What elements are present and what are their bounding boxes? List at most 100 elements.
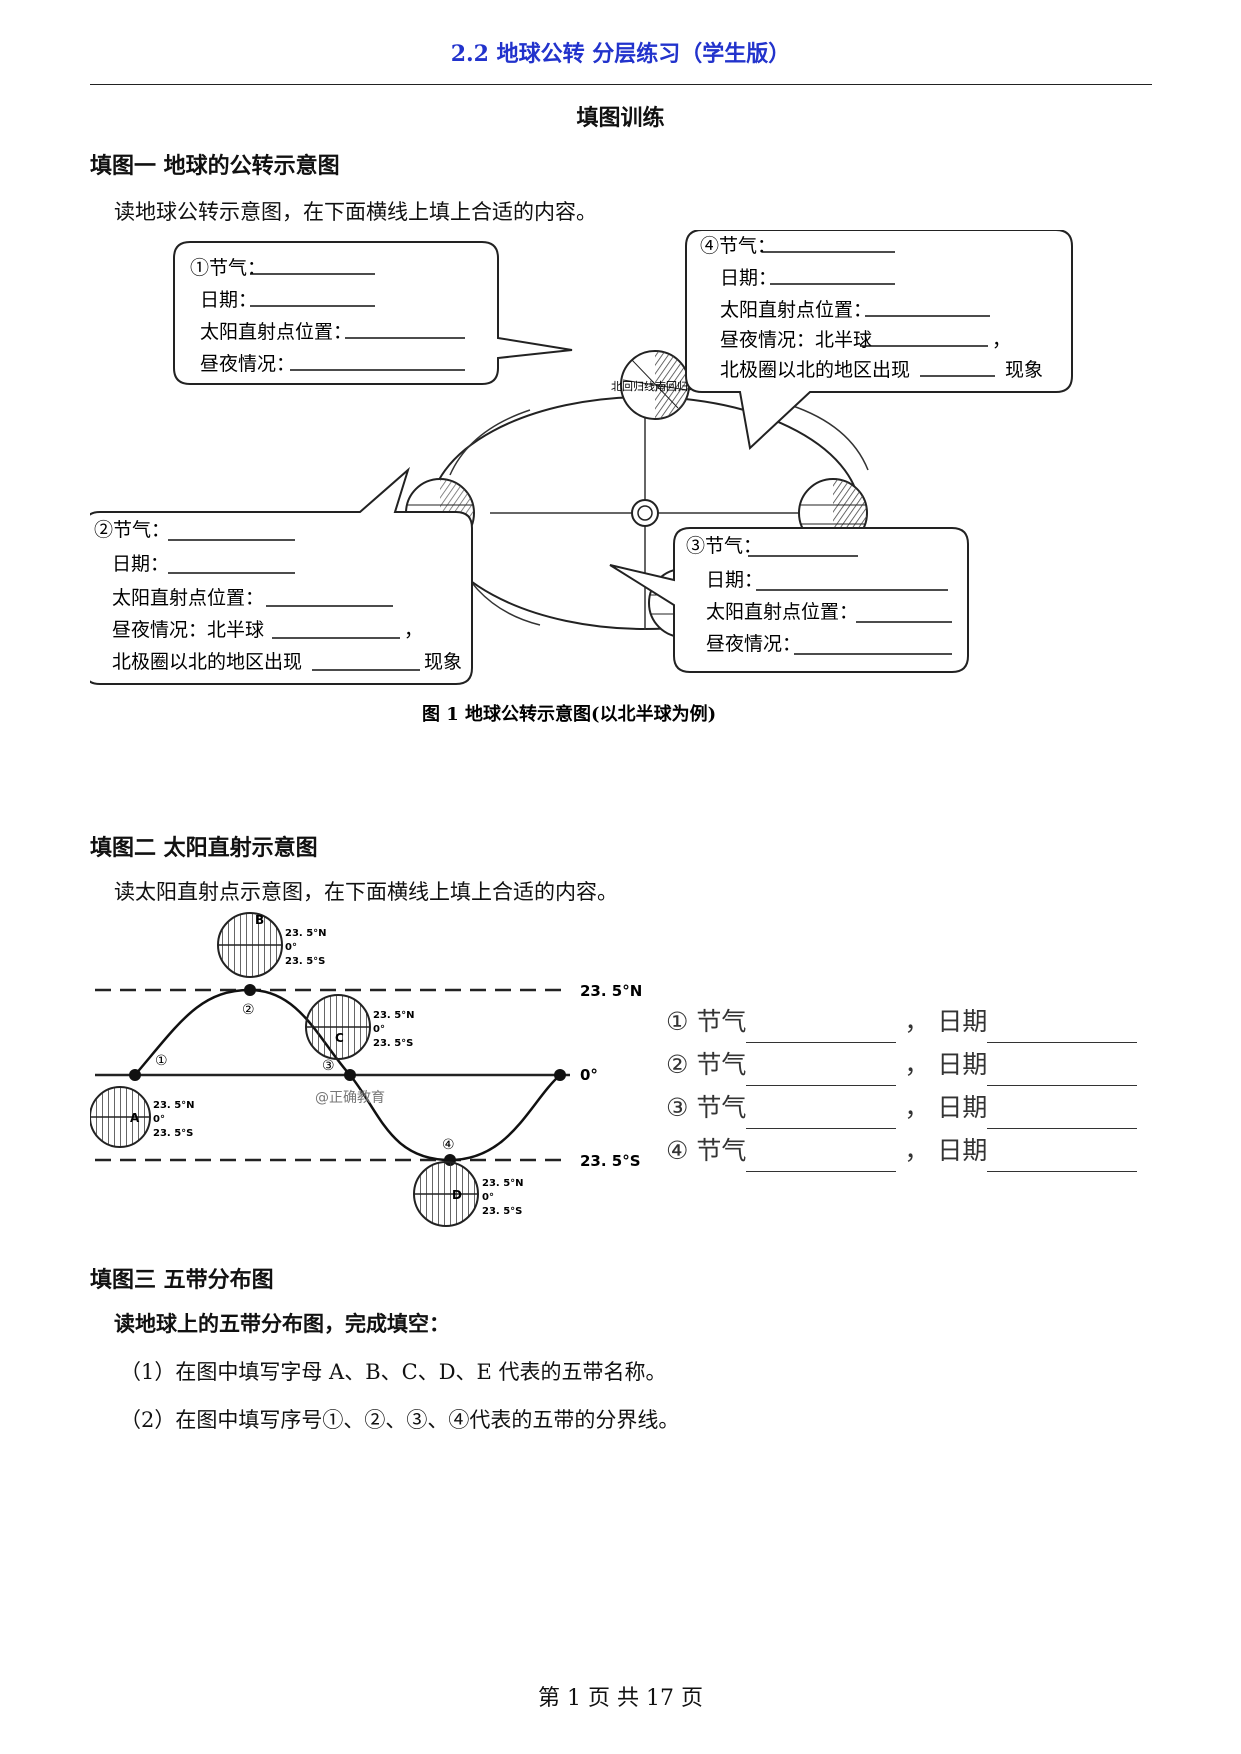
globe-letter-b: B	[255, 913, 264, 927]
orbit-arc	[449, 409, 531, 476]
box4-line3: 太阳直射点位置：	[720, 299, 872, 321]
point-3	[344, 1069, 356, 1081]
point-label-3: ③	[322, 1058, 335, 1074]
box4-line5-end: 现象	[1005, 359, 1043, 381]
box3-line4: 昼夜情况：	[706, 633, 801, 655]
globe-letter-c: C	[335, 1031, 344, 1045]
jieqi-blank[interactable]	[746, 1096, 897, 1129]
section3-question-2: （2）在图中填写序号①、②、③、④代表的五带的分界线。	[120, 1408, 680, 1432]
section3-question-1: （1）在图中填写字母 A、B、C、D、E 代表的五带名称。	[120, 1360, 667, 1384]
box2-line2: 日期：	[112, 553, 169, 575]
row-sep: ，	[904, 1050, 930, 1079]
box4-line2: 日期：	[720, 267, 777, 289]
callout-box-1	[173, 241, 573, 385]
globe-b-lat-eq: 0°	[285, 942, 297, 953]
box4-line4-end: ，	[992, 329, 1011, 351]
section2-heading: 填图二 太阳直射示意图	[90, 836, 318, 861]
globe-a-lat-eq: 0°	[153, 1114, 165, 1125]
lat-label-equator: 0°	[580, 1066, 598, 1084]
row-jieqi-label: 节气	[696, 1093, 747, 1122]
box2-line4: 昼夜情况：北半球	[112, 619, 264, 641]
section3-instruction: 读地球上的五带分布图，完成填空：	[114, 1311, 450, 1336]
row-sep: ，	[904, 1007, 930, 1036]
fill-row: ③ 节气 ， 日期	[666, 1086, 1138, 1129]
fill-row: ② 节气 ， 日期	[666, 1043, 1138, 1086]
riqi-blank[interactable]	[987, 1053, 1138, 1086]
subsolar-point-diagram: ① ② ③ ④ 23. 5°N 0° 23. 5°S @正确教育 B 23. 5…	[89, 912, 642, 1227]
row-riqi-label: 日期	[937, 1093, 988, 1122]
row-sep: ，	[904, 1136, 930, 1165]
box2-line5: 北极圈以北的地区出现	[112, 651, 302, 673]
callout-box-3	[609, 527, 969, 673]
jieqi-blank[interactable]	[746, 1053, 897, 1086]
header-divider	[90, 84, 1152, 85]
point-label-1: ①	[155, 1053, 168, 1069]
point-5	[554, 1069, 566, 1081]
box2-line3: 太阳直射点位置：	[112, 587, 264, 609]
globe-b-lat-s: 23. 5°S	[285, 956, 325, 967]
fill-row: ① 节气 ， 日期	[666, 1000, 1138, 1043]
point-label-4: ④	[442, 1137, 455, 1153]
globe-letter-d: D	[452, 1188, 462, 1202]
point-label-2: ②	[242, 1002, 255, 1018]
box3-line1: ③节气：	[686, 535, 762, 557]
box1-line3: 太阳直射点位置：	[200, 321, 352, 343]
watermark-text: @正确教育	[315, 1090, 385, 1106]
riqi-blank[interactable]	[987, 1096, 1138, 1129]
globe-tropic-label: 北回归线南回归线	[611, 379, 699, 393]
box3-line3: 太阳直射点位置：	[706, 601, 858, 623]
globe-b-lat-n: 23. 5°N	[285, 928, 327, 939]
page-title: 填图训练	[576, 105, 665, 131]
box1-line4: 昼夜情况：	[200, 353, 295, 375]
globe-d-lat-s: 23. 5°S	[482, 1206, 522, 1217]
earth-revolution-diagram: 北回归线南回归线 ①节气： 日期： 太阳直射点位置： 昼夜情况： ④节气： 日期…	[83, 229, 1073, 725]
row-riqi-label: 日期	[937, 1007, 988, 1036]
globe-b: B 23. 5°N 0° 23. 5°S	[217, 912, 327, 978]
box2-line1: ②节气：	[94, 519, 170, 541]
box3-line2: 日期：	[706, 569, 763, 591]
globe-letter-a: A	[130, 1111, 140, 1125]
globe-a-lat-n: 23. 5°N	[153, 1100, 195, 1111]
globe-d-lat-n: 23. 5°N	[482, 1178, 524, 1189]
row-jieqi-label: 节气	[696, 1136, 747, 1165]
point-1	[129, 1069, 141, 1081]
globe-c-lat-eq: 0°	[373, 1024, 385, 1035]
fill-row: ④ 节气 ， 日期	[666, 1129, 1138, 1172]
point-2	[244, 984, 256, 996]
riqi-blank[interactable]	[987, 1139, 1138, 1172]
section1-heading: 填图一 地球的公转示意图	[90, 154, 340, 179]
subsolar-point-figure: ① ② ③ ④ 23. 5°N 0° 23. 5°S @正确教育 B 23. 5…	[89, 912, 650, 1232]
globe-c-lat-s: 23. 5°S	[373, 1038, 413, 1049]
sun-core	[637, 505, 653, 521]
section1-instruction: 读地球公转示意图，在下面横线上填上合适的内容。	[114, 200, 597, 224]
globe-d-lat-eq: 0°	[482, 1192, 494, 1203]
jieqi-blank[interactable]	[746, 1010, 897, 1043]
globe-d: D 23. 5°N 0° 23. 5°S	[413, 1161, 524, 1227]
box1-line2: 日期：	[200, 289, 257, 311]
globe-top: 北回归线南回归线	[611, 350, 699, 420]
box2-line5-end: 现象	[424, 651, 462, 673]
box2-line4-end: ，	[404, 619, 423, 641]
row-sep: ，	[904, 1093, 930, 1122]
row-jieqi-label: 节气	[696, 1007, 747, 1036]
row-number: ④	[666, 1136, 689, 1165]
row-number: ②	[666, 1050, 689, 1079]
subsolar-fill-list: ① 节气 ， 日期 ② 节气 ， 日期 ③ 节气 ， 日期 ④ 节气 ， 日期	[666, 1000, 1138, 1172]
box4-line4: 昼夜情况：北半球	[720, 329, 872, 351]
jieqi-blank[interactable]	[746, 1139, 897, 1172]
row-number: ③	[666, 1093, 689, 1122]
box4-line5: 北极圈以北的地区出现	[720, 359, 910, 381]
lat-label-north: 23. 5°N	[580, 982, 642, 1000]
figure1-caption: 图 1 地球公转示意图(以北半球为例)	[422, 703, 716, 725]
globe-c: C 23. 5°N 0° 23. 5°S	[305, 994, 415, 1060]
globe-a: A 23. 5°N 0° 23. 5°S	[89, 1086, 195, 1148]
earth-revolution-figure: 北回归线南回归线 ①节气： 日期： 太阳直射点位置： 昼夜情况： ④节气： 日期…	[83, 229, 1190, 800]
globe-a-lat-s: 23. 5°S	[153, 1128, 193, 1139]
riqi-blank[interactable]	[987, 1010, 1138, 1043]
page-footer: 第 1 页 共 17 页	[538, 1686, 703, 1711]
document-header-title: 2.2 地球公转 分层练习（学生版）	[450, 41, 791, 67]
row-jieqi-label: 节气	[696, 1050, 747, 1079]
section2-instruction: 读太阳直射点示意图，在下面横线上填上合适的内容。	[114, 880, 618, 904]
row-number: ①	[666, 1007, 689, 1036]
globe-c-lat-n: 23. 5°N	[373, 1010, 415, 1021]
